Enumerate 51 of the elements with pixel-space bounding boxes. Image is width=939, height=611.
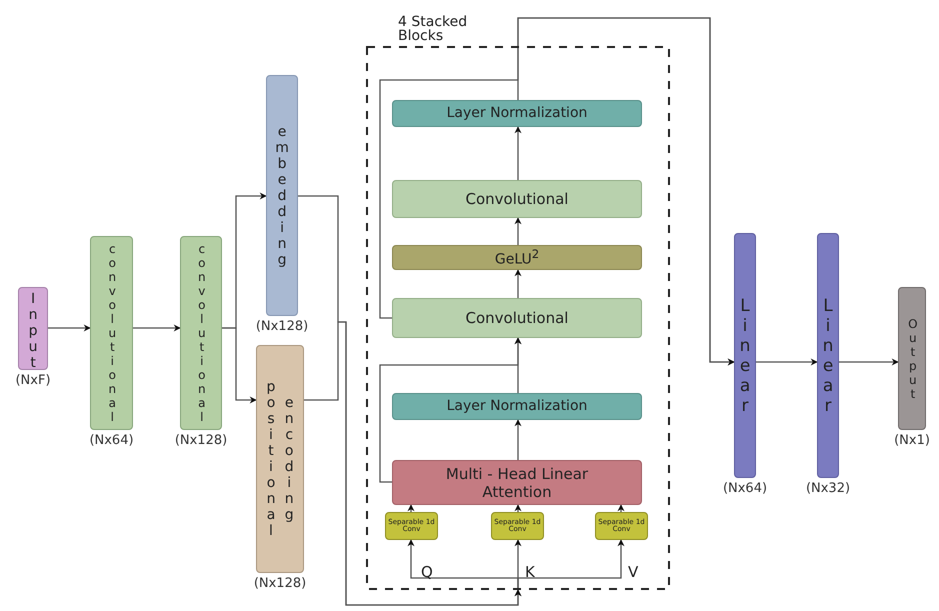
arrow xyxy=(618,504,624,512)
layer-label: Input xyxy=(24,291,42,366)
arrow xyxy=(514,217,522,245)
input-letter: Q xyxy=(421,563,433,581)
input-letter: V xyxy=(628,563,638,581)
layer-label: positional encoding xyxy=(262,378,298,541)
layer-label: Layer Normalization xyxy=(446,105,588,122)
layer-box xyxy=(392,100,642,127)
arrow xyxy=(514,419,522,460)
layer-label: convolutional xyxy=(104,242,120,424)
layer-label: Output xyxy=(904,316,920,400)
layer-label: Convolutional xyxy=(466,309,568,327)
arrow xyxy=(839,358,899,366)
layer-label: GeLU$^{2}$ xyxy=(494,246,540,268)
shape-label: (Nx64) xyxy=(722,481,768,496)
arrow xyxy=(408,504,414,512)
arrow xyxy=(222,327,257,404)
arrow xyxy=(304,321,522,606)
shape-label: (Nx64) xyxy=(89,433,134,448)
arrow xyxy=(514,269,522,298)
layer-label: Convolutional xyxy=(466,190,568,208)
layer-box xyxy=(392,460,642,505)
layer-label: convolutional xyxy=(194,242,209,424)
shape-label: (Nx128) xyxy=(174,433,228,448)
shape-label: (Nx32) xyxy=(806,481,850,496)
layer-box xyxy=(491,512,544,540)
arrow xyxy=(514,126,522,180)
arrow xyxy=(517,539,624,589)
layer-box xyxy=(385,512,438,540)
layer-label: embedding xyxy=(273,124,292,268)
layer-label: Layer Normalization xyxy=(446,398,588,415)
arrow xyxy=(756,358,818,366)
layer-label: Linear xyxy=(817,296,840,416)
layer-box xyxy=(595,512,648,540)
layer-box xyxy=(392,298,642,338)
arrow xyxy=(379,17,735,366)
shape-label: (Nx1) xyxy=(894,433,930,448)
layer-label: Linear xyxy=(734,296,756,416)
input-letter: K xyxy=(525,563,535,581)
layer-box xyxy=(392,180,642,218)
arrow xyxy=(379,337,522,483)
layer-label: Multi - Head Linear Attention xyxy=(444,464,590,500)
layer-box xyxy=(392,393,642,420)
shape-label: (Nx128) xyxy=(256,319,308,334)
arrow xyxy=(48,324,91,332)
group-heading: 4 Stacked Blocks xyxy=(398,14,468,44)
arrow xyxy=(514,504,522,512)
layer-box xyxy=(392,245,642,270)
shape-label: (Nx128) xyxy=(254,576,306,591)
arrow xyxy=(133,324,181,332)
shape-label: (NxF) xyxy=(15,373,51,388)
